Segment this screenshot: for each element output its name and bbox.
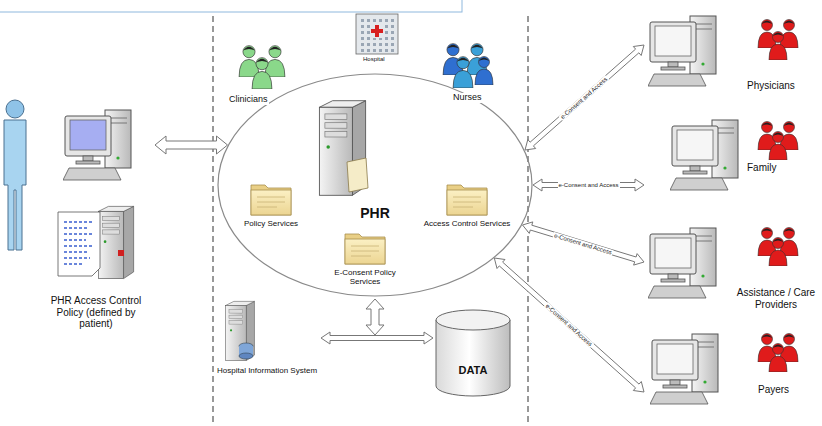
illustration-part (118, 250, 124, 256)
illustration-part (436, 320, 510, 396)
edge-label: e-Consent and Access (559, 75, 610, 121)
actor-node: Family (645, 112, 820, 200)
node-text: Access Control Services (423, 219, 511, 228)
illustration-part (650, 334, 718, 404)
illustration-part (371, 29, 383, 33)
illustration-part (345, 234, 385, 264)
building-label: Hospital (362, 56, 386, 63)
illustration-part (447, 185, 487, 215)
actor-node: Assistance / Care Providers (645, 220, 820, 315)
actor-node: Payers (645, 325, 820, 423)
hollow-arrow (533, 179, 644, 191)
illustration-part (345, 234, 385, 264)
node-text: DATA (434, 364, 512, 377)
service-folder: Policy Services (231, 181, 313, 247)
illustration-part (648, 228, 716, 298)
illustration-part (251, 190, 291, 215)
illustration-part (475, 57, 493, 86)
clinician-group (239, 46, 285, 89)
boundary-line (213, 16, 214, 426)
illustration-part (447, 190, 487, 215)
hollow-arrow (321, 332, 433, 344)
phr-server (319, 101, 368, 196)
his-node: Hospital Information System (215, 298, 320, 378)
illustration-part (769, 344, 787, 373)
illustration-part (6, 100, 24, 118)
node-text: PHR (343, 205, 407, 221)
illustration-part (252, 58, 272, 89)
illustration-part (358, 16, 396, 52)
illustration-part (345, 239, 385, 264)
title-strip (0, 0, 462, 12)
policy-node: PHR Access Control Policy (defined by pa… (40, 95, 154, 335)
illustration-part (4, 120, 26, 250)
node-text: PHR Access Control Policy (defined by pa… (40, 295, 152, 330)
data-cylinder: DATA (434, 308, 514, 398)
policy-printer (58, 206, 134, 278)
illustration-part (265, 46, 285, 77)
illustration-part (453, 57, 473, 88)
phr-ellipse: PHR Policy ServicesE-Consent Policy Servi… (217, 73, 533, 297)
node-text: E-Consent Policy Services (323, 268, 407, 286)
his-server (226, 301, 255, 360)
illustration-part (347, 158, 368, 192)
illustration-part (257, 197, 285, 207)
illustration-part (239, 353, 253, 359)
service-folder: Access Control Services (423, 181, 513, 247)
illustration-part (447, 185, 487, 215)
node-text: Policy Services (231, 219, 311, 228)
illustration-part (251, 185, 291, 215)
people-group (758, 20, 798, 373)
edge-label: e-Consent and Access (544, 302, 594, 348)
illustration-part (58, 212, 100, 276)
hollow-arrow (525, 45, 644, 150)
double-arrow (366, 299, 384, 335)
illustration-part (226, 301, 255, 360)
illustration-part (64, 222, 92, 264)
illustration-part (769, 132, 787, 161)
service-folder: E-Consent Policy Services (323, 230, 409, 292)
node-text: Hospital Information System (217, 366, 317, 375)
illustration-part (98, 206, 133, 278)
computer-group (648, 16, 738, 404)
illustration-part (648, 16, 716, 86)
hospital-building (356, 14, 398, 54)
illustration-part (356, 14, 398, 54)
node-text: Physicians (747, 80, 817, 92)
illustration-part (769, 238, 787, 267)
illustration-part (239, 46, 259, 77)
data-cylinder-shape (434, 308, 512, 398)
node-text: Family (747, 162, 817, 174)
patient-computer (63, 110, 131, 180)
group-label: Nurses (452, 93, 483, 103)
hollow-arrow (155, 136, 228, 154)
illustration-part (670, 120, 738, 190)
edge-label: e-Consent and Access (557, 182, 619, 188)
patient-figure (4, 100, 26, 250)
hollow-arrow (494, 258, 644, 392)
node-text: Payers (758, 384, 816, 396)
service-folder-shape (231, 181, 311, 247)
illustration-part (769, 32, 787, 61)
actor-node: Physicians (645, 8, 820, 100)
service-folder-shape (423, 181, 511, 247)
group-label: Clinicians (228, 95, 269, 105)
illustration-part (218, 74, 532, 296)
boundary-line (528, 16, 529, 426)
illustration-part (453, 197, 481, 207)
edge-label: e-Consent and Access (553, 232, 614, 256)
illustration-part (370, 24, 384, 38)
illustration-part (436, 310, 510, 330)
illustration-part (351, 246, 379, 256)
illustration-part (251, 185, 291, 215)
node-text: Assistance / Care Providers (734, 287, 818, 310)
hollow-arrow (523, 222, 645, 265)
nurse-group (443, 44, 493, 88)
